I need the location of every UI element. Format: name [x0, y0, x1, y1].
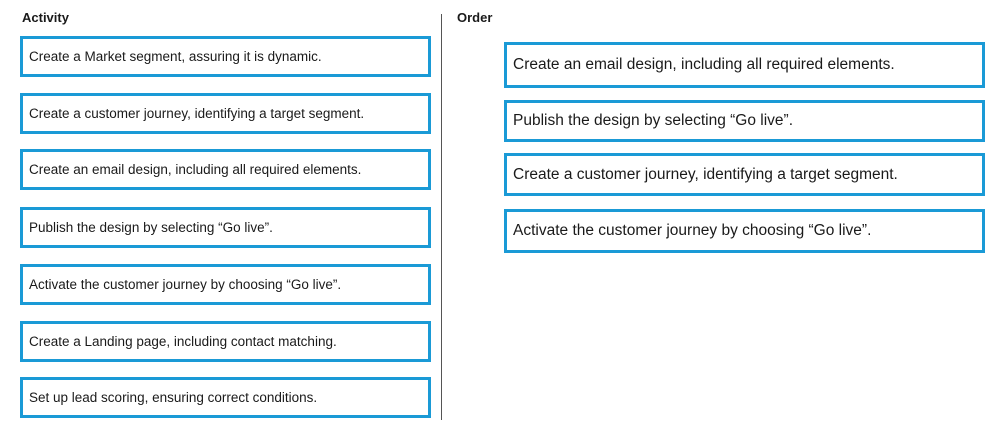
- order-slot-4[interactable]: Activate the customer journey by choosin…: [504, 209, 985, 253]
- activity-item-activate-journey[interactable]: Activate the customer journey by choosin…: [20, 264, 431, 305]
- activity-item-label: Create a Market segment, assuring it is …: [29, 49, 322, 64]
- order-heading: Order: [457, 10, 493, 25]
- order-item-label: Publish the design by selecting “Go live…: [513, 112, 794, 129]
- order-item-label: Create a customer journey, identifying a…: [513, 165, 898, 183]
- activity-heading: Activity: [22, 10, 69, 25]
- activity-item-label: Create a customer journey, identifying a…: [29, 106, 365, 121]
- order-item-label: Activate the customer journey by choosin…: [513, 222, 872, 239]
- order-slot-2[interactable]: Publish the design by selecting “Go live…: [504, 100, 985, 142]
- activity-item-customer-journey[interactable]: Create a customer journey, identifying a…: [20, 93, 431, 134]
- activity-item-label: Create a Landing page, including contact…: [29, 334, 337, 349]
- order-item-label: Create an email design, including all re…: [513, 56, 895, 73]
- activity-item-market-segment[interactable]: Create a Market segment, assuring it is …: [20, 36, 431, 77]
- activity-item-lead-scoring[interactable]: Set up lead scoring, ensuring correct co…: [20, 377, 431, 418]
- order-slot-1[interactable]: Create an email design, including all re…: [504, 42, 985, 88]
- activity-item-label: Create an email design, including all re…: [29, 162, 362, 177]
- activity-item-email-design[interactable]: Create an email design, including all re…: [20, 149, 431, 190]
- activity-item-publish-design[interactable]: Publish the design by selecting “Go live…: [20, 207, 431, 248]
- activity-item-label: Publish the design by selecting “Go live…: [29, 220, 273, 235]
- order-slot-3[interactable]: Create a customer journey, identifying a…: [504, 153, 985, 196]
- activity-item-label: Set up lead scoring, ensuring correct co…: [29, 390, 318, 405]
- column-divider: [441, 14, 442, 420]
- activity-item-landing-page[interactable]: Create a Landing page, including contact…: [20, 321, 431, 362]
- activity-item-label: Activate the customer journey by choosin…: [29, 277, 342, 292]
